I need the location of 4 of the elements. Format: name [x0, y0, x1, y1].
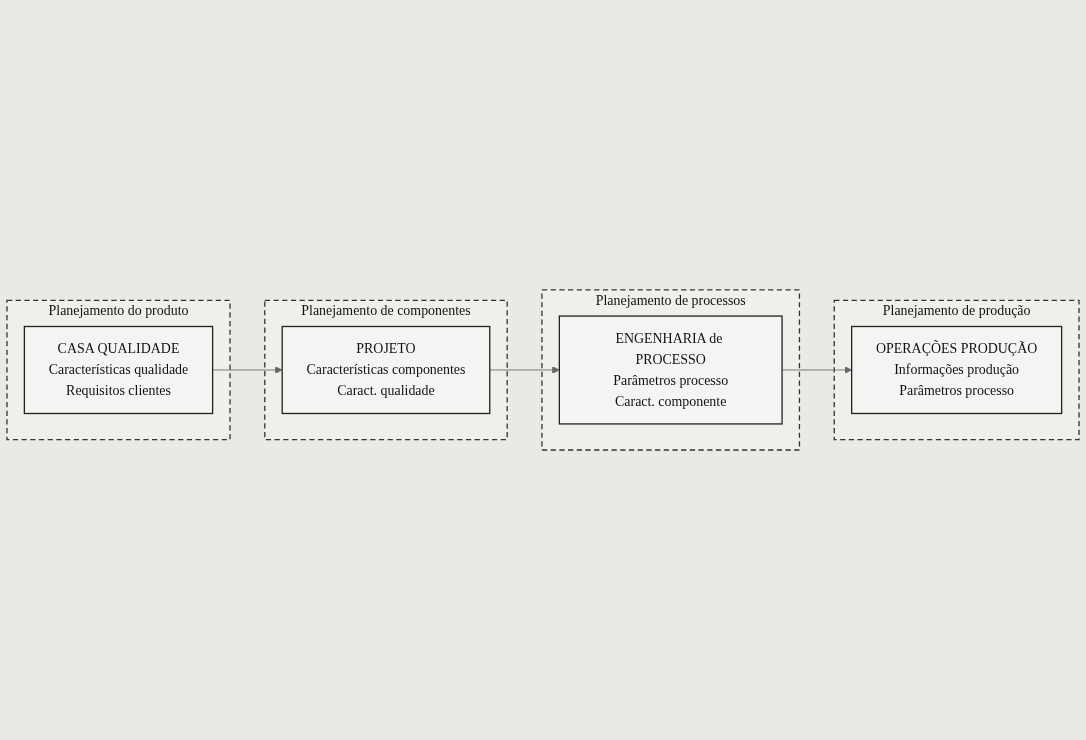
- node-box: ENGENHARIA de PROCESSO Parâmetros processo Caract. componente: [558, 315, 783, 425]
- node-box: PROJETO Características componentes Caract. qualidade: [281, 325, 491, 415]
- node-box: CASA QUALIDADE Características qualidade Requisitos clientes: [23, 325, 214, 415]
- node-box: OPERAÇÕES PRODUÇÃO Informações produção Parâmetros processo: [851, 325, 1063, 415]
